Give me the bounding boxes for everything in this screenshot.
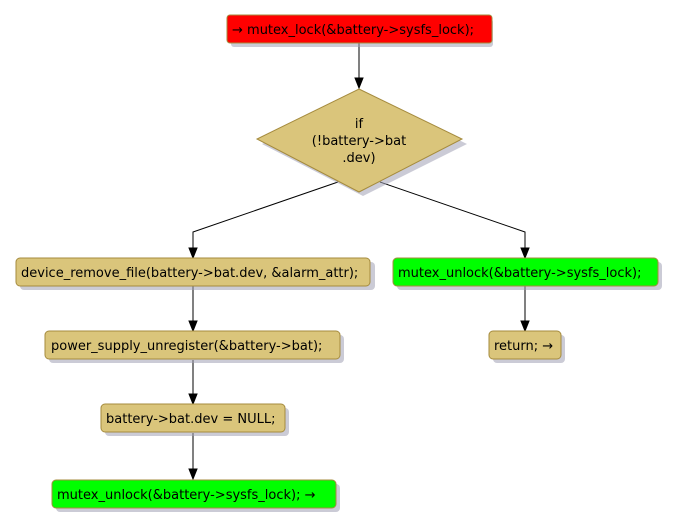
arrowhead: [354, 77, 364, 90]
decision-line-1: if: [355, 117, 364, 132]
return-label: return; →: [494, 339, 553, 354]
arrowhead: [188, 247, 198, 260]
return-node: return; →: [488, 330, 565, 363]
arrowhead: [188, 468, 198, 481]
null-dev-label: battery->bat.dev = NULL;: [106, 412, 275, 427]
decision-line-2: (!battery->bat: [312, 134, 406, 149]
remove-file-node: device_remove_file(battery->bat.dev, &al…: [15, 257, 375, 290]
node-diamond: [255, 88, 464, 193]
unlock-end-node: mutex_unlock(&battery->sysfs_lock); →: [51, 479, 340, 512]
node-box: [15, 257, 371, 287]
arrowhead: [520, 320, 530, 333]
node-box: [226, 14, 493, 44]
node-box: [51, 479, 337, 509]
edges: [188, 42, 530, 481]
edge-decision-to-unlock-right: [379, 181, 526, 255]
null-dev-node: battery->bat.dev = NULL;: [100, 403, 289, 436]
arrowhead: [520, 247, 530, 260]
unlock-right-label: mutex_unlock(&battery->sysfs_lock);: [398, 266, 641, 281]
unregister-node: power_supply_unregister(&battery->bat);: [44, 330, 344, 363]
node-box: [392, 257, 659, 287]
arrowhead: [188, 320, 198, 333]
unregister-label: power_supply_unregister(&battery->bat);: [51, 339, 322, 354]
decision-node: if (!battery->bat .dev): [255, 88, 467, 196]
arrowhead: [188, 393, 198, 406]
decision-line-3: .dev): [342, 151, 375, 166]
unlock-end-label: mutex_unlock(&battery->sysfs_lock); →: [57, 488, 316, 503]
start-node: → mutex_lock(&battery->sysfs_lock);: [226, 14, 493, 47]
start-node-label: → mutex_lock(&battery->sysfs_lock);: [232, 23, 474, 38]
remove-file-label: device_remove_file(battery->bat.dev, &al…: [21, 266, 358, 281]
unlock-right-node: mutex_unlock(&battery->sysfs_lock);: [392, 257, 662, 290]
node-box: [44, 330, 341, 360]
edge-decision-to-remove-file: [192, 181, 339, 255]
node-box: [488, 330, 562, 360]
node-box: [100, 403, 286, 433]
